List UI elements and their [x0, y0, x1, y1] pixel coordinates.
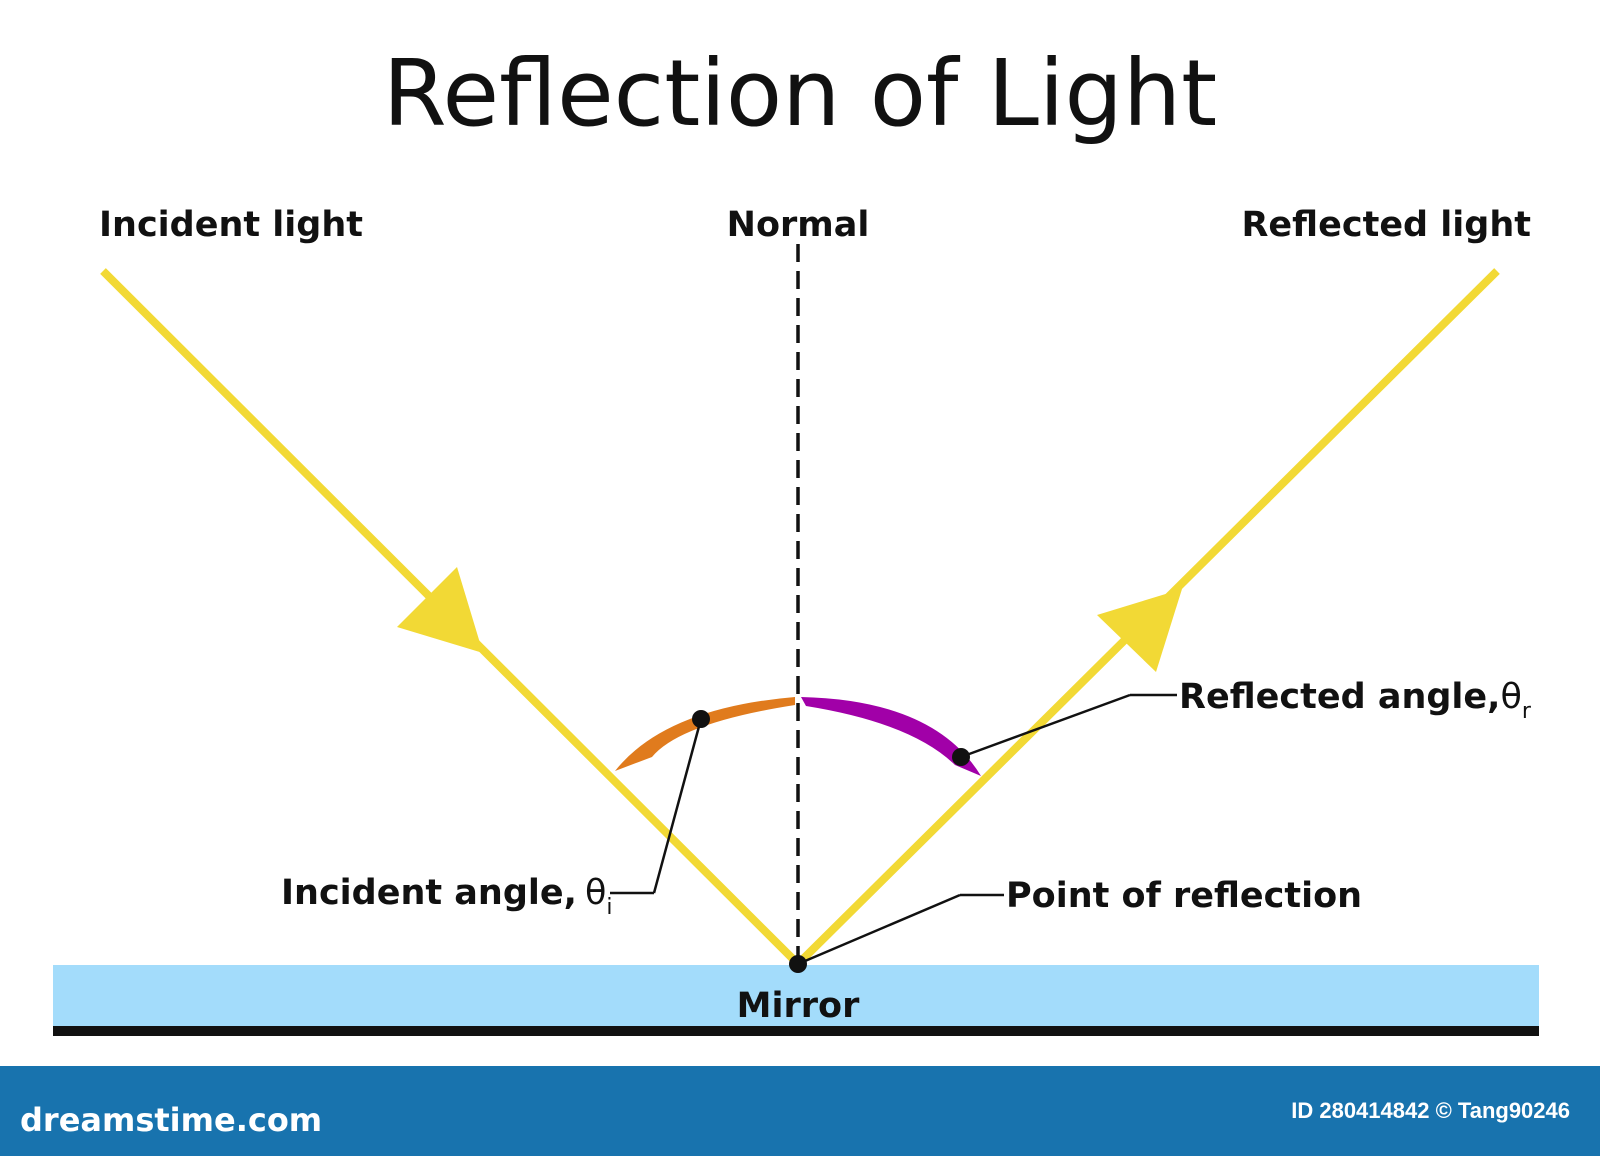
incident-light-label: Incident light [99, 205, 363, 245]
incident-angle-arc [615, 697, 795, 771]
reflected-arrowhead [1097, 589, 1182, 672]
mirror-backing [53, 1026, 1539, 1036]
footer-image-id: ID 280414842 © Tang90246 [1291, 1098, 1570, 1123]
footer-bar [0, 1066, 1600, 1156]
reflected-light-label: Reflected light [1241, 205, 1531, 245]
normal-label: Normal [727, 205, 870, 245]
reflection-point-dot [789, 955, 807, 973]
reflected-angle-arc [801, 697, 981, 776]
incident-angle-label: Incident angle,θi [281, 873, 612, 920]
incident-arrowhead [397, 567, 483, 653]
reflected-angle-dot [952, 748, 970, 766]
diagram-title: Reflection of Light [383, 40, 1218, 147]
incident-angle-dot [692, 710, 710, 728]
reflection-point-leader [797, 893, 961, 966]
reflected-angle-text: Reflected angle, [1179, 677, 1500, 717]
incident-angle-subscript: i [606, 895, 612, 920]
incident-angle-leader [652, 718, 703, 894]
incident-angle-text: Incident angle, [281, 873, 577, 913]
reflected-angle-label: Reflected angle,θr [1179, 677, 1532, 724]
mirror-label: Mirror [737, 986, 860, 1026]
reflected-angle-leader [960, 693, 1131, 759]
mirror-surface [53, 965, 1539, 1028]
point-of-reflection-label: Point of reflection [1006, 876, 1362, 916]
incident-angle-symbol: θ [585, 873, 606, 913]
reflected-angle-subscript: r [1522, 699, 1532, 724]
reflected-angle-symbol: θ [1500, 677, 1521, 717]
footer-logo[interactable]: dreamstime.com [20, 1101, 322, 1139]
